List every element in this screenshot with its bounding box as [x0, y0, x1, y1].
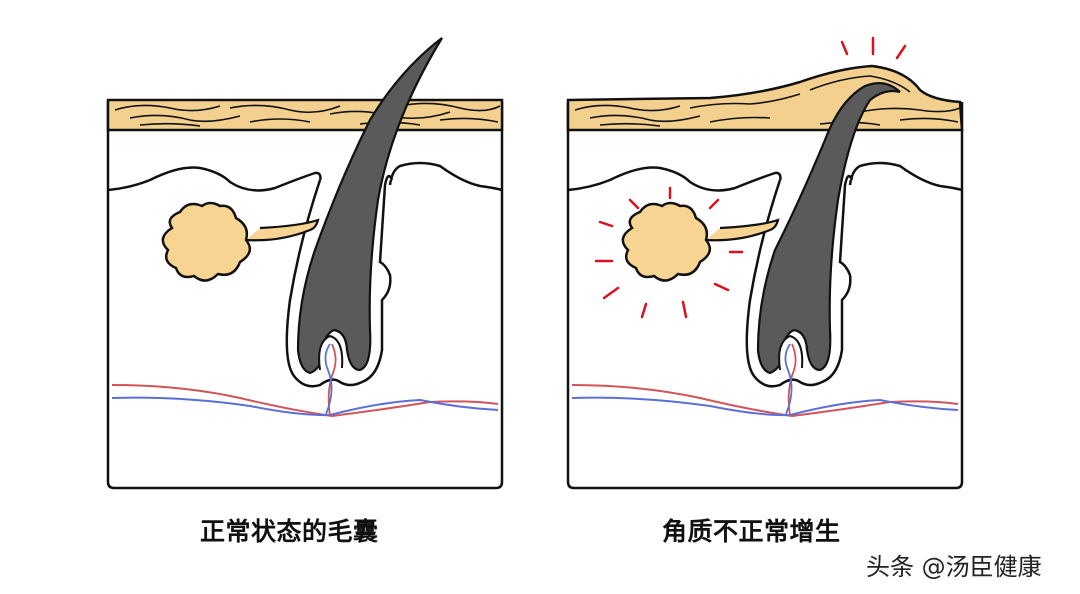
sebaceous-gland — [161, 201, 252, 282]
caption-normal-follicle: 正常状态的毛囊 — [200, 517, 379, 546]
sebaceous-duct — [705, 218, 780, 242]
inflammation-marks-top — [840, 36, 907, 60]
epidermis-boundary — [107, 166, 322, 192]
epidermis-boundary — [567, 166, 782, 192]
normal-follicle-illustration — [106, 37, 504, 490]
caption-hyperkeratosis: 角质不正常增生 — [662, 517, 841, 546]
source-watermark: 头条 @汤臣健康 — [866, 553, 1042, 581]
panel-abnormal-keratinization — [560, 30, 970, 500]
stratum-corneum-thickened — [566, 64, 964, 132]
panel-normal-follicle — [100, 30, 510, 500]
inflammation-marks-gland — [594, 186, 744, 319]
sebaceous-gland-inflamed — [621, 201, 712, 282]
stratum-texture — [574, 75, 961, 127]
hyperkeratosis-illustration — [566, 36, 964, 490]
sebaceous-duct — [245, 218, 320, 242]
